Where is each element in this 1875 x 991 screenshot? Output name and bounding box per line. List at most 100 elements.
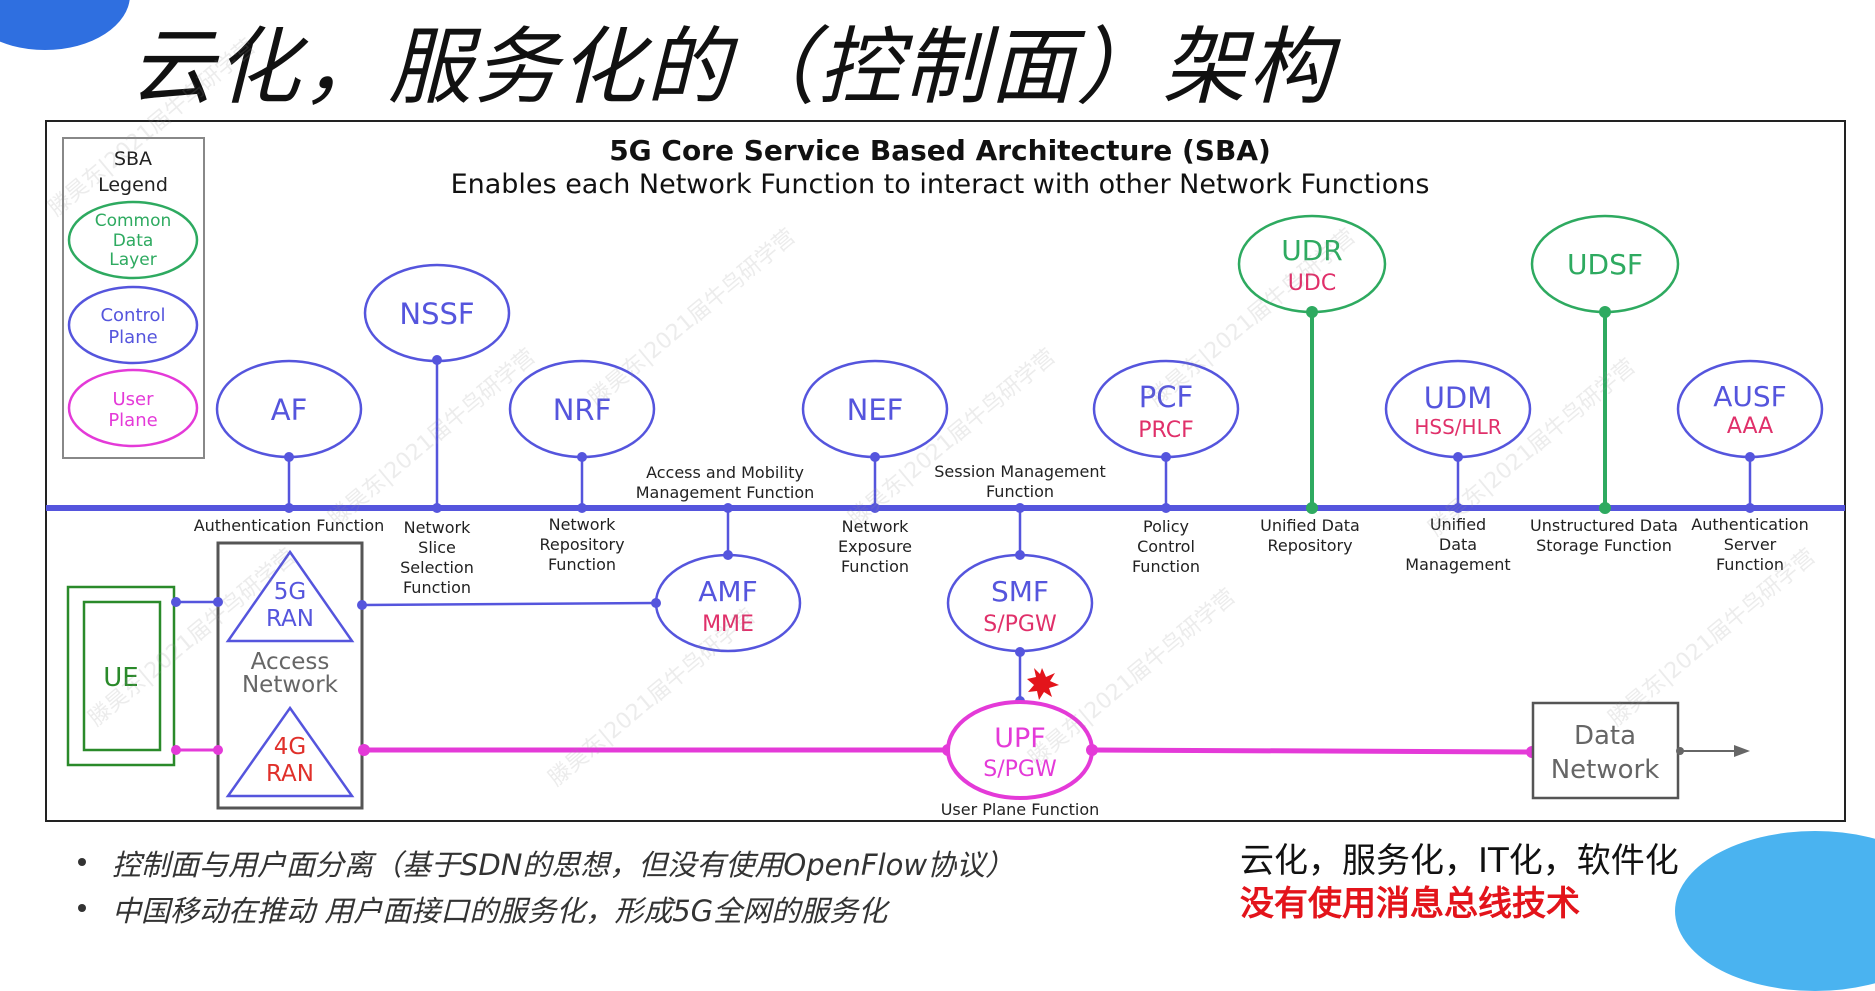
nef-name: NEF xyxy=(847,393,904,427)
legend-common-3: Layer xyxy=(109,250,156,270)
upf-desc-1: User Plane Function xyxy=(941,800,1100,819)
udsf-desc-1: Unstructured Data xyxy=(1530,516,1678,535)
nf-nef: NEF Network Exposure Function xyxy=(801,359,949,576)
ausf-sub: AAA xyxy=(1727,414,1773,439)
ran-5g-line2: RAN xyxy=(266,606,314,632)
af-desc-1: Authentication Function xyxy=(194,516,385,535)
nf-af: AF Authentication Function xyxy=(194,359,385,535)
legend-user-plane-ellipse xyxy=(67,368,199,448)
udm-name: UDM xyxy=(1424,381,1493,415)
udr-name: UDR xyxy=(1281,234,1343,267)
control-links xyxy=(171,597,661,610)
nssf-desc-3: Selection xyxy=(400,558,474,577)
nf-smf: Session Management Function SMF S/PGW xyxy=(934,462,1106,706)
ue-inner-box xyxy=(82,600,162,752)
udsf-desc-2: Storage Function xyxy=(1536,536,1672,555)
data-network: Data Network xyxy=(1531,701,1750,800)
bullet-item: 控制面与用户面分离（基于SDN的思想，但没有使用OpenFlow协议） xyxy=(70,842,1014,888)
pcf-sub: PRCF xyxy=(1138,418,1193,443)
arrow-right-icon xyxy=(1734,745,1750,757)
ran-5g-line1: 5G xyxy=(274,579,306,605)
nf-pcf: PCF PRCF Policy Control Function xyxy=(1092,359,1240,576)
udm-desc-1: Unified xyxy=(1430,515,1486,534)
upf-name: UPF xyxy=(994,723,1046,754)
burst-icon xyxy=(1027,668,1059,700)
legend-title-1: SBA xyxy=(114,148,152,170)
data-network-line2: Network xyxy=(1551,755,1660,785)
nrf-desc-3: Function xyxy=(548,555,616,574)
udr-desc-2: Repository xyxy=(1267,536,1352,555)
user-plane: UPF S/PGW User Plane Function xyxy=(171,700,1538,819)
legend-common-1: Common xyxy=(95,211,172,231)
ausf-desc-2: Server xyxy=(1724,535,1777,554)
udr-sub: UDC xyxy=(1288,271,1336,296)
amf-sub: MME xyxy=(702,612,754,637)
note-highlight: 没有使用消息总线技术 xyxy=(1240,884,1580,924)
udr-desc-1: Unified Data xyxy=(1260,516,1360,535)
legend-title-2: Legend xyxy=(98,174,168,196)
ue-device: UE xyxy=(66,585,176,767)
ran-4g-line2: RAN xyxy=(266,761,314,787)
nf-udm: UDM HSS/HLR Unified Data Management xyxy=(1384,359,1532,574)
smf-desc-2: Function xyxy=(986,482,1054,501)
nssf-name: NSSF xyxy=(399,297,474,331)
access-network: 5G RAN Access Network 4G RAN xyxy=(216,541,364,810)
legend-control-2: Plane xyxy=(108,327,157,348)
data-network-line1: Data xyxy=(1574,721,1636,751)
nef-desc-2: Exposure xyxy=(838,537,912,556)
ran-4g-line1: 4G xyxy=(274,734,306,760)
udm-desc-2: Data xyxy=(1439,535,1477,554)
af-name: AF xyxy=(271,393,308,427)
nf-ausf: AUSF AAA Authentication Server Function xyxy=(1676,359,1824,574)
amf-desc-1: Access and Mobility xyxy=(646,463,804,482)
amf-desc-2: Management Function xyxy=(636,483,815,502)
nf-nrf: NRF Network Repository Function xyxy=(508,359,656,574)
smf-name: SMF xyxy=(991,575,1049,608)
nf-udsf: UDSF Unstructured Data Storage Function xyxy=(1530,214,1680,555)
sba-diagram: 5G Core Service Based Architecture (SBA)… xyxy=(45,120,1846,822)
legend-common-data-layer-ellipse xyxy=(67,200,199,280)
nrf-desc-2: Repository xyxy=(539,535,624,554)
ue-label: UE xyxy=(103,663,138,693)
slide-title: 云化，服务化的（控制面）架构 xyxy=(130,18,1335,116)
user-plane-line-right xyxy=(1091,747,1533,755)
legend-common-2: Data xyxy=(113,231,154,251)
ausf-desc-3: Function xyxy=(1716,555,1784,574)
pcf-desc-3: Function xyxy=(1132,557,1200,576)
data-network-box xyxy=(1531,701,1680,800)
pcf-desc-2: Control xyxy=(1137,537,1195,556)
pcf-name: PCF xyxy=(1139,380,1193,414)
smf-sub: S/PGW xyxy=(983,612,1057,637)
legend-control-1: Control xyxy=(100,305,165,326)
nef-desc-1: Network xyxy=(842,517,910,536)
ran-5g-triangle xyxy=(225,549,355,643)
legend-user-1: User xyxy=(112,389,154,410)
legend-control-plane-ellipse xyxy=(67,285,199,365)
access-network-label-1: Access xyxy=(251,649,330,675)
nf-udr: UDR UDC Unified Data Repository xyxy=(1237,214,1387,555)
sba-legend: SBA Legend Common Data Layer Control Pla… xyxy=(62,137,205,459)
bullet-list: 控制面与用户面分离（基于SDN的思想，但没有使用OpenFlow协议） 中国移动… xyxy=(70,842,1014,934)
amf-name: AMF xyxy=(698,575,757,608)
nrf-name: NRF xyxy=(553,393,612,427)
nssf-desc-2: Slice xyxy=(418,538,456,557)
pcf-desc-1: Policy xyxy=(1143,517,1189,536)
nssf-desc-4: Function xyxy=(403,578,471,597)
ran-4g-triangle xyxy=(225,705,355,798)
ausf-desc-1: Authentication xyxy=(1691,515,1808,534)
nef-desc-3: Function xyxy=(841,557,909,576)
diagram-title: 5G Core Service Based Architecture (SBA) xyxy=(609,134,1271,167)
nrf-desc-1: Network xyxy=(549,515,617,534)
upf-sub: S/PGW xyxy=(983,757,1057,782)
diagram-subtitle: Enables each Network Function to interac… xyxy=(451,169,1430,200)
ausf-name: AUSF xyxy=(1713,380,1787,413)
nssf-desc-1: Network xyxy=(404,518,472,537)
nf-amf: Access and Mobility Management Function … xyxy=(636,463,815,653)
bullet-item: 中国移动在推动 用户面接口的服务化，形成5G全网的服务化 xyxy=(70,888,1014,934)
udm-sub: HSS/HLR xyxy=(1414,415,1501,439)
nf-nssf: NSSF Network Slice Selection Function xyxy=(363,263,511,597)
legend-user-2: Plane xyxy=(108,410,157,431)
udm-desc-3: Management xyxy=(1405,555,1510,574)
note-summary: 云化，服务化，IT化，软件化 xyxy=(1240,841,1679,881)
access-network-label-2: Network xyxy=(242,672,339,698)
